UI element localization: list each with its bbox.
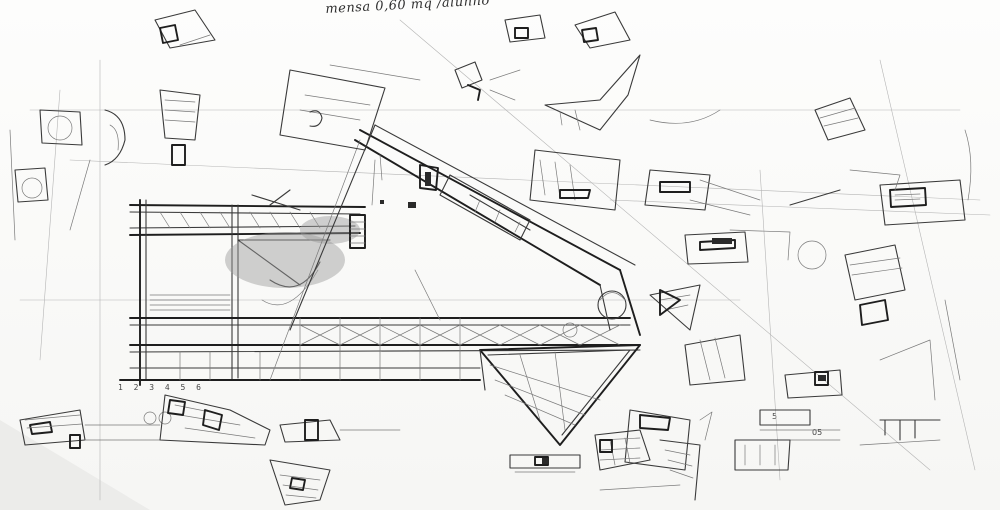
angled-wing xyxy=(269,124,641,381)
paper-fold xyxy=(0,420,150,510)
grid-axis-marks: 1 2 3 4 5 6 xyxy=(118,383,204,392)
far-right-sketches xyxy=(729,97,966,401)
construction-lines xyxy=(19,19,991,501)
main-plan-block xyxy=(119,189,641,386)
top-right-sketches xyxy=(454,11,761,216)
right-middle-sketches xyxy=(649,231,941,471)
top-left-sketches xyxy=(9,9,216,241)
scribbles xyxy=(414,109,972,381)
graphite-smudge-2 xyxy=(300,216,360,244)
bottom-left-sections xyxy=(19,394,401,506)
top-center-sketch xyxy=(279,64,421,151)
triangular-wing xyxy=(479,344,641,446)
small-marks xyxy=(380,172,826,464)
graphite-smudge xyxy=(225,232,345,288)
bottom-right-sketches xyxy=(509,409,701,501)
dimension-label-b: 05 xyxy=(812,428,823,437)
dimension-label-a: 5 xyxy=(772,412,778,421)
